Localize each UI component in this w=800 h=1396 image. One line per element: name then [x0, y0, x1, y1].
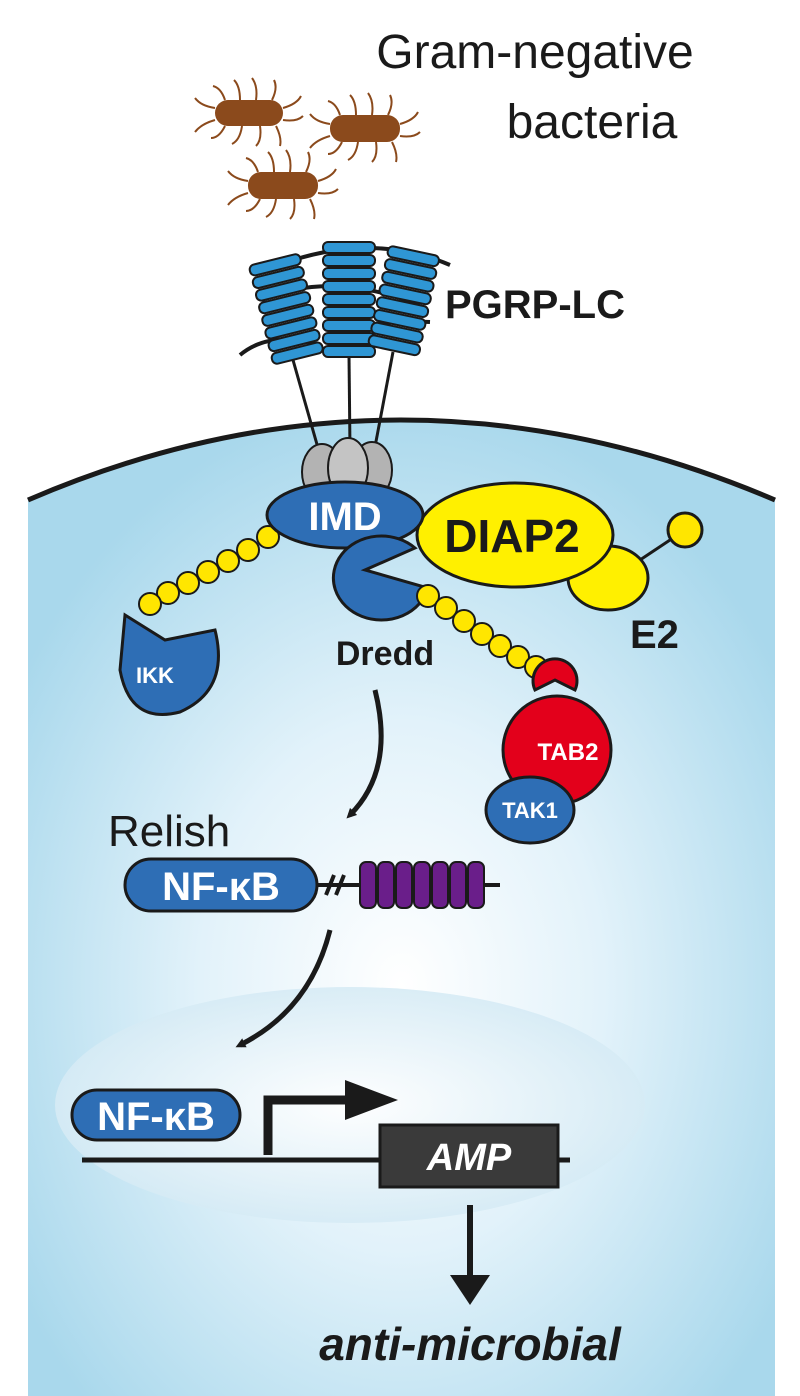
ikk-protein — [118, 612, 220, 716]
receptor-domain-stack-3 — [367, 245, 440, 357]
amp-gene-box — [378, 1123, 560, 1189]
diap2-label: DIAP2 — [444, 510, 579, 562]
bacteria-label-line2: bacteria — [507, 96, 678, 149]
amp-gene-locus — [70, 1080, 570, 1189]
relish-label: Relish — [108, 807, 230, 856]
relish-protein — [123, 857, 500, 913]
tab2-tak1-complex — [484, 657, 613, 845]
nfkb-nucleus-protein — [70, 1088, 242, 1142]
ankyrin-repeats — [359, 861, 485, 909]
bacteria-group — [194, 77, 421, 220]
amp-label: AMP — [426, 1137, 512, 1179]
diap2-protein — [415, 481, 615, 589]
arrow-dredd-to-relish — [346, 689, 384, 819]
arrow-amp-to-output-head — [450, 1275, 490, 1305]
ikk-label: IKK — [136, 663, 174, 688]
receptor-domain-stack-1 — [248, 253, 324, 365]
bacterium-2 — [309, 92, 421, 163]
cell-membrane — [27, 417, 776, 503]
arrow-relish-to-nucleus — [235, 929, 333, 1048]
ubiquitin-chain-imd-ikk — [138, 525, 280, 616]
nfkb-cytoplasm-domain — [123, 857, 319, 913]
tab2-label: TAB2 — [538, 739, 599, 766]
imd-label: IMD — [308, 495, 381, 539]
tab2-binding-domain — [531, 657, 579, 693]
tak1-protein — [484, 775, 576, 845]
nfkb-nucleus-label: NF-κB — [97, 1095, 215, 1139]
promoter-arrow — [263, 1095, 360, 1155]
dredd-protein — [331, 534, 430, 622]
dredd-label: Dredd — [336, 635, 434, 673]
pgrp-lc-label: PGRP-LC — [445, 283, 625, 327]
e2-label: E2 — [630, 613, 679, 657]
promoter-arrowhead — [345, 1080, 398, 1120]
bacterium-3 — [227, 149, 339, 220]
imd-protein — [265, 480, 425, 550]
nfkb-cytoplasm-label: NF-κB — [162, 865, 280, 909]
bacteria-label-line1: Gram-negative — [376, 26, 693, 79]
tak1-label: TAK1 — [502, 798, 558, 823]
output-label: anti-microbial — [319, 1318, 622, 1370]
bacterium-1 — [194, 77, 304, 147]
receptor-domain-stack-2 — [322, 241, 376, 358]
